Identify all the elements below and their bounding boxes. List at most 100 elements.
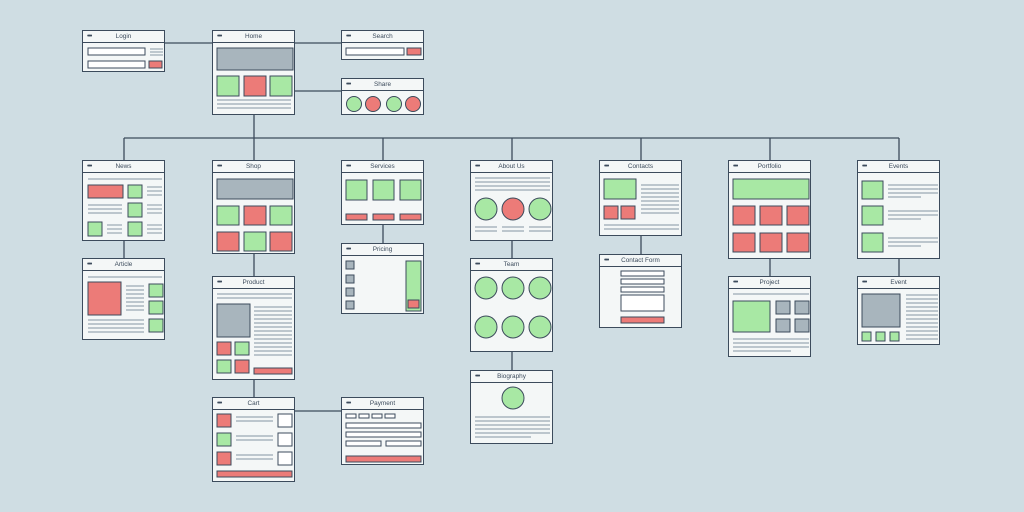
pricing-titlebar: ••• Pricing <box>342 244 423 256</box>
portfolio-title: Portfolio <box>757 162 782 170</box>
window-controls: ••• <box>862 163 867 170</box>
about-content <box>474 177 552 232</box>
about-window: ••• About Us <box>470 160 553 241</box>
event-titlebar: ••• Event <box>858 277 939 289</box>
biography-content <box>475 386 550 438</box>
payment-title: Payment <box>369 399 396 407</box>
portfolio-titlebar: ••• Portfolio <box>729 161 810 173</box>
contacts-window: ••• Contacts <box>599 160 682 236</box>
news-content <box>87 178 162 237</box>
product-window: ••• Product <box>212 276 295 380</box>
window-controls: ••• <box>346 246 351 253</box>
login-title: Login <box>115 32 132 40</box>
biography-title: Biography <box>497 372 526 380</box>
portfolio-content <box>732 178 810 253</box>
product-content <box>216 293 293 375</box>
window-controls: ••• <box>87 33 92 40</box>
shop-content <box>216 178 294 252</box>
pricing-content <box>345 260 422 312</box>
contact-form-window: ••• Contact Form <box>599 254 682 328</box>
project-content <box>732 293 810 352</box>
cart-titlebar: ••• Cart <box>213 398 294 410</box>
news-window: ••• News <box>82 160 165 241</box>
contacts-title: Contacts <box>627 162 654 170</box>
window-controls: ••• <box>475 261 480 268</box>
window-controls: ••• <box>346 400 351 407</box>
window-controls: ••• <box>346 163 351 170</box>
home-window: ••• Home <box>212 30 295 115</box>
portfolio-window: ••• Portfolio <box>728 160 811 259</box>
search-content <box>345 47 422 56</box>
shop-titlebar: ••• Shop <box>213 161 294 173</box>
shop-title: Shop <box>246 162 261 170</box>
window-controls: ••• <box>346 33 351 40</box>
window-controls: ••• <box>733 163 738 170</box>
window-controls: ••• <box>87 261 92 268</box>
news-title: News <box>115 162 132 170</box>
event-content <box>861 293 938 342</box>
login-content <box>87 47 163 69</box>
news-titlebar: ••• News <box>83 161 164 173</box>
login-titlebar: ••• Login <box>83 31 164 43</box>
team-window: ••• Team <box>470 258 553 352</box>
window-controls: ••• <box>475 373 480 380</box>
services-title: Services <box>370 162 395 170</box>
contacts-content <box>603 178 679 230</box>
window-controls: ••• <box>217 400 222 407</box>
product-titlebar: ••• Product <box>213 277 294 289</box>
team-content <box>474 276 552 339</box>
team-titlebar: ••• Team <box>471 259 552 271</box>
login-window: ••• Login <box>82 30 165 72</box>
biography-titlebar: ••• Biography <box>471 371 552 383</box>
services-content <box>345 179 422 221</box>
about-title: About Us <box>498 162 525 170</box>
events-title: Events <box>888 162 909 170</box>
project-titlebar: ••• Project <box>729 277 810 289</box>
search-title: Search <box>372 32 393 40</box>
contact-form-titlebar: ••• Contact Form <box>600 255 681 267</box>
pricing-title: Pricing <box>372 245 393 253</box>
contact-form-title: Contact Form <box>621 256 660 264</box>
project-window: ••• Project <box>728 276 811 357</box>
events-window: ••• Events <box>857 160 940 259</box>
events-titlebar: ••• Events <box>858 161 939 173</box>
window-controls: ••• <box>604 257 609 264</box>
home-content <box>216 47 294 109</box>
window-controls: ••• <box>217 163 222 170</box>
share-titlebar: ••• Share <box>342 79 423 91</box>
window-controls: ••• <box>475 163 480 170</box>
shop-window: ••• Shop <box>212 160 295 254</box>
services-window: ••• Services <box>341 160 424 225</box>
share-content <box>346 96 421 112</box>
home-title: Home <box>244 32 263 40</box>
window-controls: ••• <box>604 163 609 170</box>
search-titlebar: ••• Search <box>342 31 423 43</box>
article-window: ••• Article <box>82 258 165 340</box>
payment-window: ••• Payment <box>341 397 424 465</box>
article-title: Article <box>114 260 133 268</box>
project-title: Project <box>759 278 780 286</box>
team-title: Team <box>503 260 520 268</box>
window-controls: ••• <box>217 279 222 286</box>
payment-content <box>345 413 422 463</box>
search-window: ••• Search <box>341 30 424 60</box>
window-controls: ••• <box>862 279 867 286</box>
event-window: ••• Event <box>857 276 940 345</box>
window-controls: ••• <box>733 279 738 286</box>
cart-window: ••• Cart <box>212 397 295 482</box>
contact-form-content <box>620 270 665 324</box>
cart-title: Cart <box>247 399 260 407</box>
contacts-titlebar: ••• Contacts <box>600 161 681 173</box>
about-titlebar: ••• About Us <box>471 161 552 173</box>
article-titlebar: ••• Article <box>83 259 164 271</box>
pricing-window: ••• Pricing <box>341 243 424 314</box>
window-controls: ••• <box>87 163 92 170</box>
product-title: Product <box>242 278 265 286</box>
event-title: Event <box>890 278 907 286</box>
home-titlebar: ••• Home <box>213 31 294 43</box>
share-title: Share <box>373 80 392 88</box>
payment-titlebar: ••• Payment <box>342 398 423 410</box>
events-content <box>861 180 938 253</box>
